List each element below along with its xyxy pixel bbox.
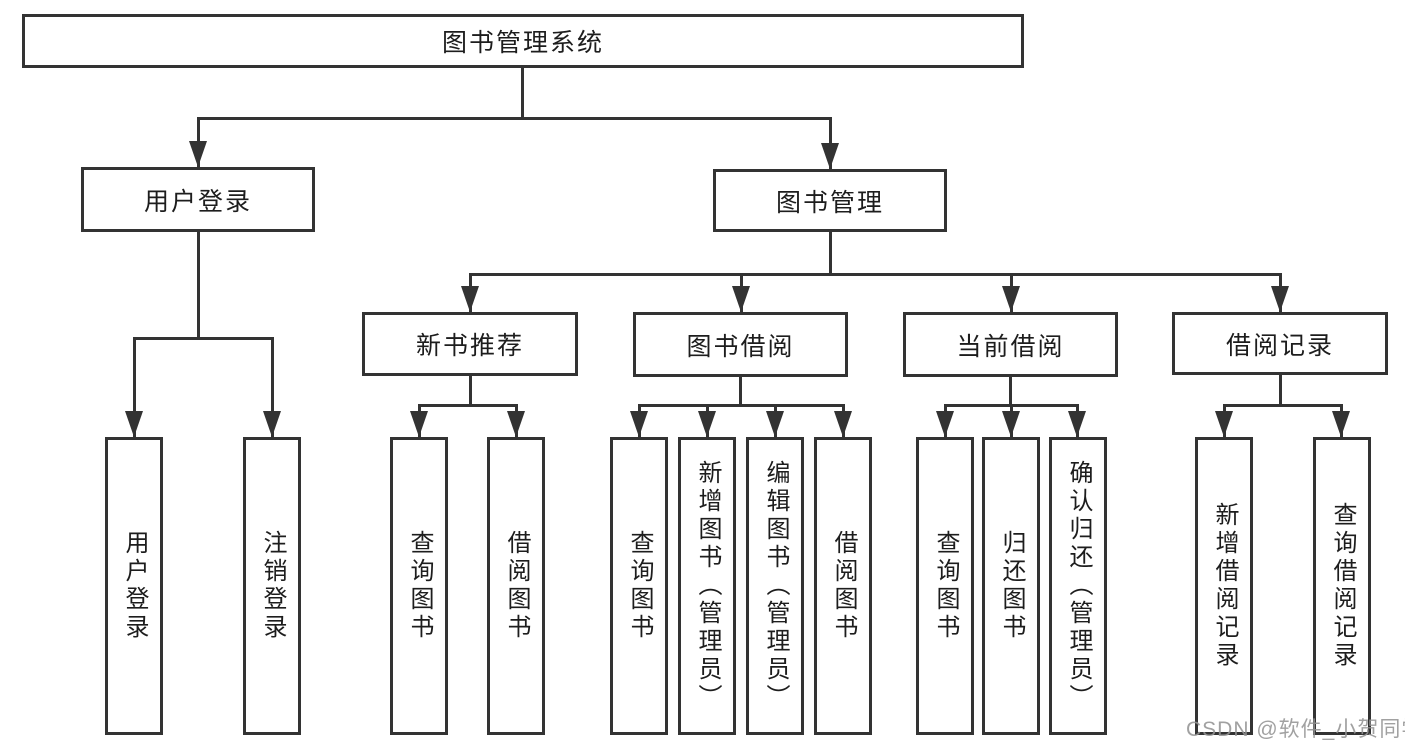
connector-line [469, 376, 472, 407]
arrow-down-icon [1332, 411, 1350, 437]
arrow-down-icon [766, 411, 784, 437]
arrow-down-icon [834, 411, 852, 437]
leaf-add-books-admin: 新增图书（管理员） [678, 437, 736, 735]
arrow-down-icon [125, 411, 143, 437]
arrow-down-icon [1215, 411, 1233, 437]
arrow-down-icon [732, 286, 750, 312]
leaf-confirm-return-admin: 确认归还（管理员） [1049, 437, 1107, 735]
connector-line [271, 337, 274, 437]
arrow-down-icon [698, 411, 716, 437]
arrow-down-icon [936, 411, 954, 437]
connector-line [133, 337, 136, 437]
leaf-logout: 注销登录 [243, 437, 301, 735]
leaf-add-borrowing-record: 新增借阅记录 [1195, 437, 1253, 735]
leaf-query-books-recommend: 查询图书 [390, 437, 448, 735]
arrow-down-icon [1271, 286, 1289, 312]
connector-line [638, 404, 845, 407]
leaf-return-books: 归还图书 [982, 437, 1040, 735]
node-user-login: 用户登录 [81, 167, 315, 232]
connector-line [1279, 375, 1282, 407]
arrow-down-icon [189, 141, 207, 167]
leaf-query-books-borrowing: 查询图书 [610, 437, 668, 735]
node-book-management: 图书管理 [713, 169, 947, 232]
connector-line [1223, 404, 1342, 407]
leaf-edit-books-admin: 编辑图书（管理员） [746, 437, 804, 735]
arrow-down-icon [461, 286, 479, 312]
arrow-down-icon [1002, 411, 1020, 437]
arrow-down-icon [1068, 411, 1086, 437]
connector-line [418, 404, 518, 407]
leaf-query-borrowing-record: 查询借阅记录 [1313, 437, 1371, 735]
node-root-library-management-system: 图书管理系统 [22, 14, 1024, 68]
arrow-down-icon [630, 411, 648, 437]
node-borrowing-records: 借阅记录 [1172, 312, 1388, 375]
arrow-down-icon [507, 411, 525, 437]
connector-line [197, 232, 200, 340]
leaf-user-login: 用户登录 [105, 437, 163, 735]
connector-line [1009, 377, 1012, 407]
arrow-down-icon [263, 411, 281, 437]
node-book-borrowing: 图书借阅 [633, 312, 848, 377]
node-new-book-recommend: 新书推荐 [362, 312, 578, 376]
csdn-watermark: CSDN @软件_小贺同学 [1186, 718, 1405, 741]
node-current-borrowing: 当前借阅 [903, 312, 1118, 377]
connector-line [829, 232, 832, 276]
leaf-borrow-books-borrowing: 借阅图书 [814, 437, 872, 735]
connector-line [197, 117, 832, 120]
arrow-down-icon [821, 143, 839, 169]
connector-line [469, 273, 1282, 276]
leaf-query-books-current: 查询图书 [916, 437, 974, 735]
connector-line [521, 68, 524, 120]
leaf-borrow-books-recommend: 借阅图书 [487, 437, 545, 735]
connector-line [133, 337, 274, 340]
arrow-down-icon [1002, 286, 1020, 312]
arrow-down-icon [410, 411, 428, 437]
connector-line [739, 377, 742, 407]
